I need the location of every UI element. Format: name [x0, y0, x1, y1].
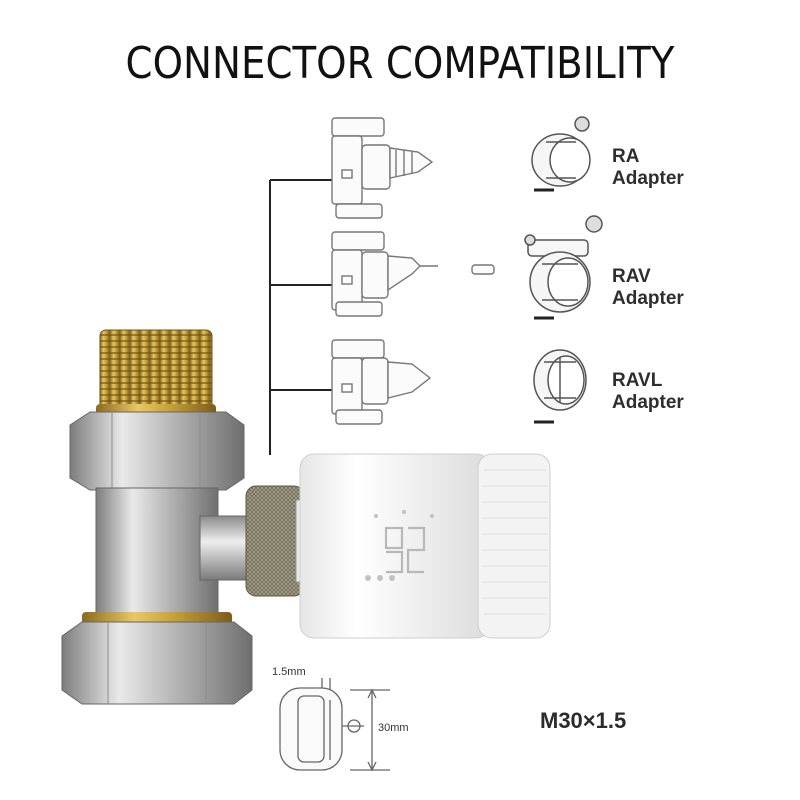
adapter-suffix: Adapter: [612, 288, 684, 309]
adapter-ra-drawing: [531, 116, 591, 192]
adapter-suffix: Adapter: [612, 168, 684, 189]
adapter-name: RA: [612, 146, 640, 167]
thermostat-head: [299, 453, 551, 639]
status-icons: [365, 510, 434, 581]
page-title: CONNECTOR COMPATIBILITY: [125, 38, 675, 89]
radiator-valve-illustration: [61, 329, 311, 705]
adapter-label-ra: RA Adapter: [612, 146, 684, 190]
adapter-suffix: Adapter: [612, 392, 684, 413]
thread-spec: M30×1.5: [540, 708, 627, 733]
adapter-ravl-drawing: [533, 349, 587, 424]
adapter-name: RAVL: [612, 370, 663, 391]
dimension-thickness: 1.5mm: [272, 666, 306, 678]
adapter-label-ravl: RAVL Adapter: [612, 370, 684, 414]
valve-drawing-rav: [331, 231, 495, 317]
led-display-icon: [384, 526, 426, 574]
valve-drawing-ravl: [331, 339, 432, 425]
valve-drawing-ra: [331, 117, 434, 219]
dimension-drawing: [279, 678, 390, 772]
adapter-name: RAV: [612, 266, 651, 287]
dimension-diameter: 30mm: [378, 722, 409, 734]
adapter-label-rav: RAV Adapter: [612, 266, 684, 310]
adapter-rav-drawing: [524, 215, 603, 320]
